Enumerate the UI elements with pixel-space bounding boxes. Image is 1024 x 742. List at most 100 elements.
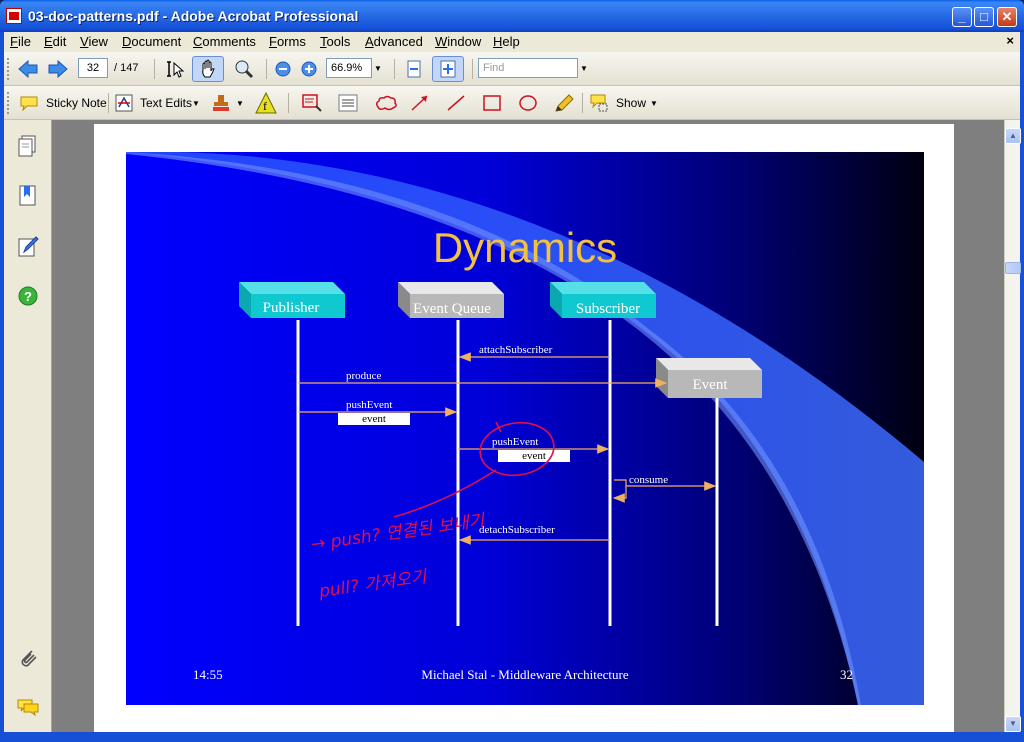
menu-help[interactable]: Help <box>493 34 520 49</box>
cloud-icon <box>375 95 397 111</box>
arrow-right-icon <box>48 59 68 79</box>
oval-tool-button[interactable] <box>516 92 540 114</box>
navigation-pane: ? <box>4 120 52 732</box>
scroll-down-button[interactable]: ▼ <box>1005 716 1021 732</box>
participant-event: Event <box>656 358 762 398</box>
separator <box>108 93 109 113</box>
window-titlebar[interactable]: 03-doc-patterns.pdf - Adobe Acrobat Prof… <box>0 0 1024 32</box>
chevron-down-icon[interactable]: ▼ <box>236 99 244 108</box>
bookmark-icon <box>19 185 36 206</box>
chevron-down-icon[interactable]: ▼ <box>650 99 658 108</box>
scroll-up-button[interactable]: ▲ <box>1005 128 1021 144</box>
pages-icon <box>18 135 36 157</box>
text-cursor-arrow-icon <box>167 61 185 78</box>
pencil-tool-button[interactable] <box>552 92 576 114</box>
hand-tool-button[interactable] <box>192 56 224 82</box>
maximize-button[interactable]: □ <box>974 7 994 27</box>
show-comments-button[interactable] <box>588 92 612 114</box>
stamp-icon <box>213 95 229 111</box>
speech-bubble-icon <box>20 96 38 111</box>
document-viewport[interactable]: Dynamics Publisher Event Queue <box>52 120 1004 732</box>
separator <box>582 93 583 113</box>
comments-panel-button[interactable] <box>16 696 40 720</box>
minus-circle-icon <box>275 61 291 77</box>
menu-window[interactable]: Window <box>435 34 482 49</box>
minimize-button[interactable]: _ <box>952 7 972 27</box>
msg-consume: consume <box>629 474 668 486</box>
cloud-tool-button[interactable] <box>372 92 400 114</box>
text-box-tool-button[interactable] <box>300 92 324 114</box>
menu-tools[interactable]: Tools <box>320 34 351 49</box>
lines-icon <box>338 94 358 112</box>
publisher-label: Publisher <box>263 300 320 316</box>
svg-text:?: ? <box>24 289 32 304</box>
slide-footer-time: 14:55 <box>193 667 223 682</box>
separator <box>154 59 155 79</box>
fit-width-icon <box>407 60 421 78</box>
menu-comments[interactable]: Comments <box>193 34 256 49</box>
arrow-tool-button[interactable] <box>408 92 432 114</box>
text-edits-label[interactable]: Text Edits <box>140 96 193 110</box>
menu-edit[interactable]: Edit <box>44 34 67 49</box>
chevron-down-icon[interactable]: ▼ <box>374 64 382 73</box>
zoom-in-button[interactable] <box>300 60 318 78</box>
participant-event-queue: Event Queue <box>398 282 504 318</box>
msg-push-event-2: pushEvent <box>492 436 538 448</box>
msg-event-1: event <box>362 413 386 425</box>
slide-title: Dynamics <box>433 224 617 271</box>
menu-view[interactable]: View <box>80 34 108 49</box>
select-tool-button[interactable] <box>162 58 186 80</box>
page-number-input[interactable]: 32 <box>78 58 108 78</box>
participant-publisher: Publisher <box>239 282 345 318</box>
zoom-out-button[interactable] <box>274 60 292 78</box>
menu-file[interactable]: File <box>10 34 31 49</box>
slide-footer-page: 32 <box>840 667 853 682</box>
toolbar-grip[interactable] <box>7 92 11 114</box>
text-box-icon <box>302 94 322 112</box>
help-icon: ? <box>18 286 38 306</box>
sticky-note-label[interactable]: Sticky Note <box>46 96 107 110</box>
paperclip-icon <box>21 650 37 667</box>
show-label[interactable]: Show <box>616 96 647 110</box>
fit-width-button[interactable] <box>402 58 426 80</box>
commenting-toolbar: Sticky Note Text Edits ▼ ▼ f Show ▼ <box>4 86 1020 120</box>
subscriber-label: Subscriber <box>576 301 640 317</box>
menu-advanced[interactable]: Advanced <box>365 34 423 49</box>
chevron-down-icon[interactable]: ▼ <box>192 99 200 108</box>
zoom-tool-button[interactable] <box>232 58 258 80</box>
close-document-button[interactable]: × <box>1006 33 1014 48</box>
chevron-down-icon[interactable]: ▼ <box>580 64 588 73</box>
line-icon <box>447 95 465 111</box>
find-input[interactable]: Find <box>478 58 578 78</box>
text-field-button[interactable] <box>336 92 360 114</box>
line-tool-button[interactable] <box>444 92 468 114</box>
text-edits-icon <box>115 94 133 112</box>
scroll-thumb[interactable] <box>1005 262 1021 274</box>
pages-panel-button[interactable] <box>16 134 40 158</box>
zoom-level-input[interactable]: 66.9% <box>326 58 372 78</box>
arrow-icon <box>411 95 428 111</box>
attachments-panel-button[interactable] <box>16 646 40 670</box>
signatures-panel-button[interactable] <box>16 234 40 258</box>
slide: Dynamics Publisher Event Queue <box>126 152 924 705</box>
rectangle-tool-button[interactable] <box>480 92 504 114</box>
sticky-note-button[interactable] <box>18 94 40 112</box>
help-panel-button[interactable]: ? <box>16 284 40 308</box>
previous-page-button[interactable] <box>16 58 40 80</box>
text-edits-button[interactable] <box>114 94 134 112</box>
fit-page-icon <box>440 60 456 78</box>
menu-document[interactable]: Document <box>122 34 182 49</box>
vertical-scrollbar[interactable]: ▲ ▼ <box>1004 120 1021 732</box>
fit-page-button[interactable] <box>432 56 464 82</box>
pencil-icon <box>555 94 574 112</box>
menu-forms[interactable]: Forms <box>269 34 306 49</box>
next-page-button[interactable] <box>46 58 70 80</box>
attach-file-button[interactable]: f <box>254 91 278 115</box>
stamp-tool-button[interactable] <box>210 92 232 114</box>
close-button[interactable]: ✕ <box>997 7 1017 27</box>
ink-note-pull: pull? 가져오기 <box>317 567 429 602</box>
toolbar-grip[interactable] <box>7 58 11 80</box>
svg-text:f: f <box>263 99 267 113</box>
participant-subscriber: Subscriber <box>550 282 656 318</box>
bookmarks-panel-button[interactable] <box>16 184 40 208</box>
